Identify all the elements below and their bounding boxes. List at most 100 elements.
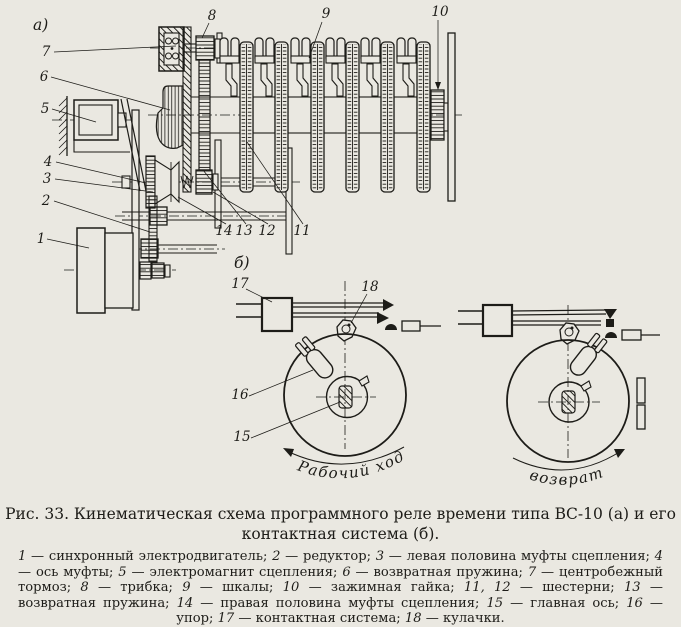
legend-item-number: 9 [182, 580, 191, 596]
legend-item-number: 15 [486, 595, 504, 611]
legend-item-number: 1 [18, 549, 27, 564]
stopper [569, 332, 608, 376]
rotation-arc [512, 450, 622, 471]
legend-text: 1 — синхронный электродвигатель; 2 — ред… [18, 549, 663, 627]
cam-disc [283, 333, 407, 457]
callout-4: 4 [43, 154, 53, 170]
legend-item-number: 13 [623, 580, 641, 596]
contact-box [481, 303, 514, 338]
rotation-arc [286, 446, 405, 465]
figure-drawing: а) 7 6 5 4 3 2 1 8 9 10 14 13 [33, 4, 660, 489]
return-spring [155, 85, 184, 149]
contact-dome [605, 332, 617, 338]
vertical-gear-shaft [198, 59, 211, 171]
rotation-arrowhead [614, 449, 625, 458]
leaf-stop-plate [636, 377, 646, 430]
dial-claw [360, 37, 381, 97]
legend-item-number: 5 [118, 564, 127, 580]
legend-item-number: 11, 12 [463, 580, 511, 596]
legend-item-number: 7 [527, 564, 537, 580]
clamping-nut [430, 89, 449, 141]
return-label: возврат [528, 463, 607, 489]
hub-notch [580, 380, 592, 392]
dial-claw [325, 37, 346, 97]
legend-item-number: 8 [80, 580, 89, 596]
dial-scale [416, 41, 431, 193]
caption-line-1: Рис. 33. Кинематическая схема программно… [5, 505, 676, 523]
main-axis [338, 385, 353, 409]
contact-block [401, 320, 421, 332]
hub-notch [358, 375, 370, 387]
legend-item-number: 6 [342, 564, 351, 580]
dial-claw [254, 37, 275, 97]
main-axis [561, 390, 576, 414]
callout-17: 17 [231, 276, 249, 292]
armature-lever [120, 98, 147, 192]
callout-6: 6 [40, 69, 49, 85]
contact-bars [292, 302, 383, 318]
callout-9: 9 [322, 6, 331, 22]
callout-3: 3 [43, 171, 52, 187]
legend-item-number: 14 [176, 595, 194, 611]
dial-claw [396, 37, 417, 97]
dial-claw [290, 37, 311, 97]
contact-tip [606, 319, 614, 327]
leader-arrowhead [435, 82, 441, 90]
callout-12: 12 [258, 223, 275, 239]
working-stroke-label: Рабочий ход [294, 447, 408, 483]
callouts-b: 17 18 16 15 [231, 276, 379, 445]
reducer-gear-train [122, 195, 286, 280]
rotation-arrowhead [283, 448, 294, 457]
contact-box [260, 296, 294, 333]
callout-2: 2 [41, 193, 51, 209]
coil-spring [180, 175, 194, 189]
callout-15: 15 [233, 429, 250, 445]
dial-scale [380, 41, 395, 193]
contact-dome [385, 324, 397, 330]
cam-disc [506, 339, 630, 463]
stopper [295, 336, 334, 379]
contact-group-return: возврат [458, 303, 660, 489]
dial-scale [345, 41, 360, 193]
callout-18: 18 [361, 279, 379, 295]
clutch-assembly [121, 155, 194, 209]
contact-tip [383, 299, 394, 311]
hub-circle [548, 381, 590, 423]
callout-16: 16 [231, 387, 249, 403]
figure-caption: Рис. 33. Кинематическая схема программно… [0, 505, 681, 544]
callout-13: 13 [235, 223, 252, 239]
cam [559, 322, 580, 345]
callouts-a: а) 7 6 5 4 3 2 1 8 9 10 14 13 [33, 4, 449, 249]
clutch-electromagnet [58, 96, 130, 156]
callout-14: 14 [215, 223, 232, 239]
cam [336, 319, 357, 342]
legend-item-number: 4 [654, 549, 663, 564]
frame-plate [285, 147, 293, 255]
dial-scale [239, 41, 254, 193]
callout-5: 5 [41, 101, 50, 117]
dial-claw [219, 37, 240, 97]
section-a: а) 7 6 5 4 3 2 1 8 9 10 14 13 [33, 4, 462, 314]
part-b-label: б) [234, 254, 250, 272]
callout-10: 10 [431, 4, 449, 20]
section-b: б) [231, 254, 660, 489]
legend-item-number: 16 [626, 595, 643, 611]
part-a-label: а) [33, 16, 48, 34]
callout-8: 8 [208, 8, 217, 24]
callout-1: 1 [37, 231, 46, 247]
centrifugal-brake [158, 26, 185, 72]
contact-group-working: Рабочий ход [236, 281, 441, 482]
end-plate [447, 32, 456, 202]
callout-7: 7 [42, 44, 51, 60]
contact-bars [511, 309, 607, 326]
legend-item-number: 3 [375, 549, 385, 564]
contact-tip [604, 309, 617, 319]
caption-line-2: контактная система (б). [241, 524, 440, 543]
synchronous-motor [76, 227, 134, 314]
dial-scale [310, 41, 325, 193]
contact-block [621, 329, 642, 341]
frame-plate [131, 109, 140, 311]
legend-item-number: 10 [282, 580, 300, 596]
hub-circle [325, 375, 369, 419]
